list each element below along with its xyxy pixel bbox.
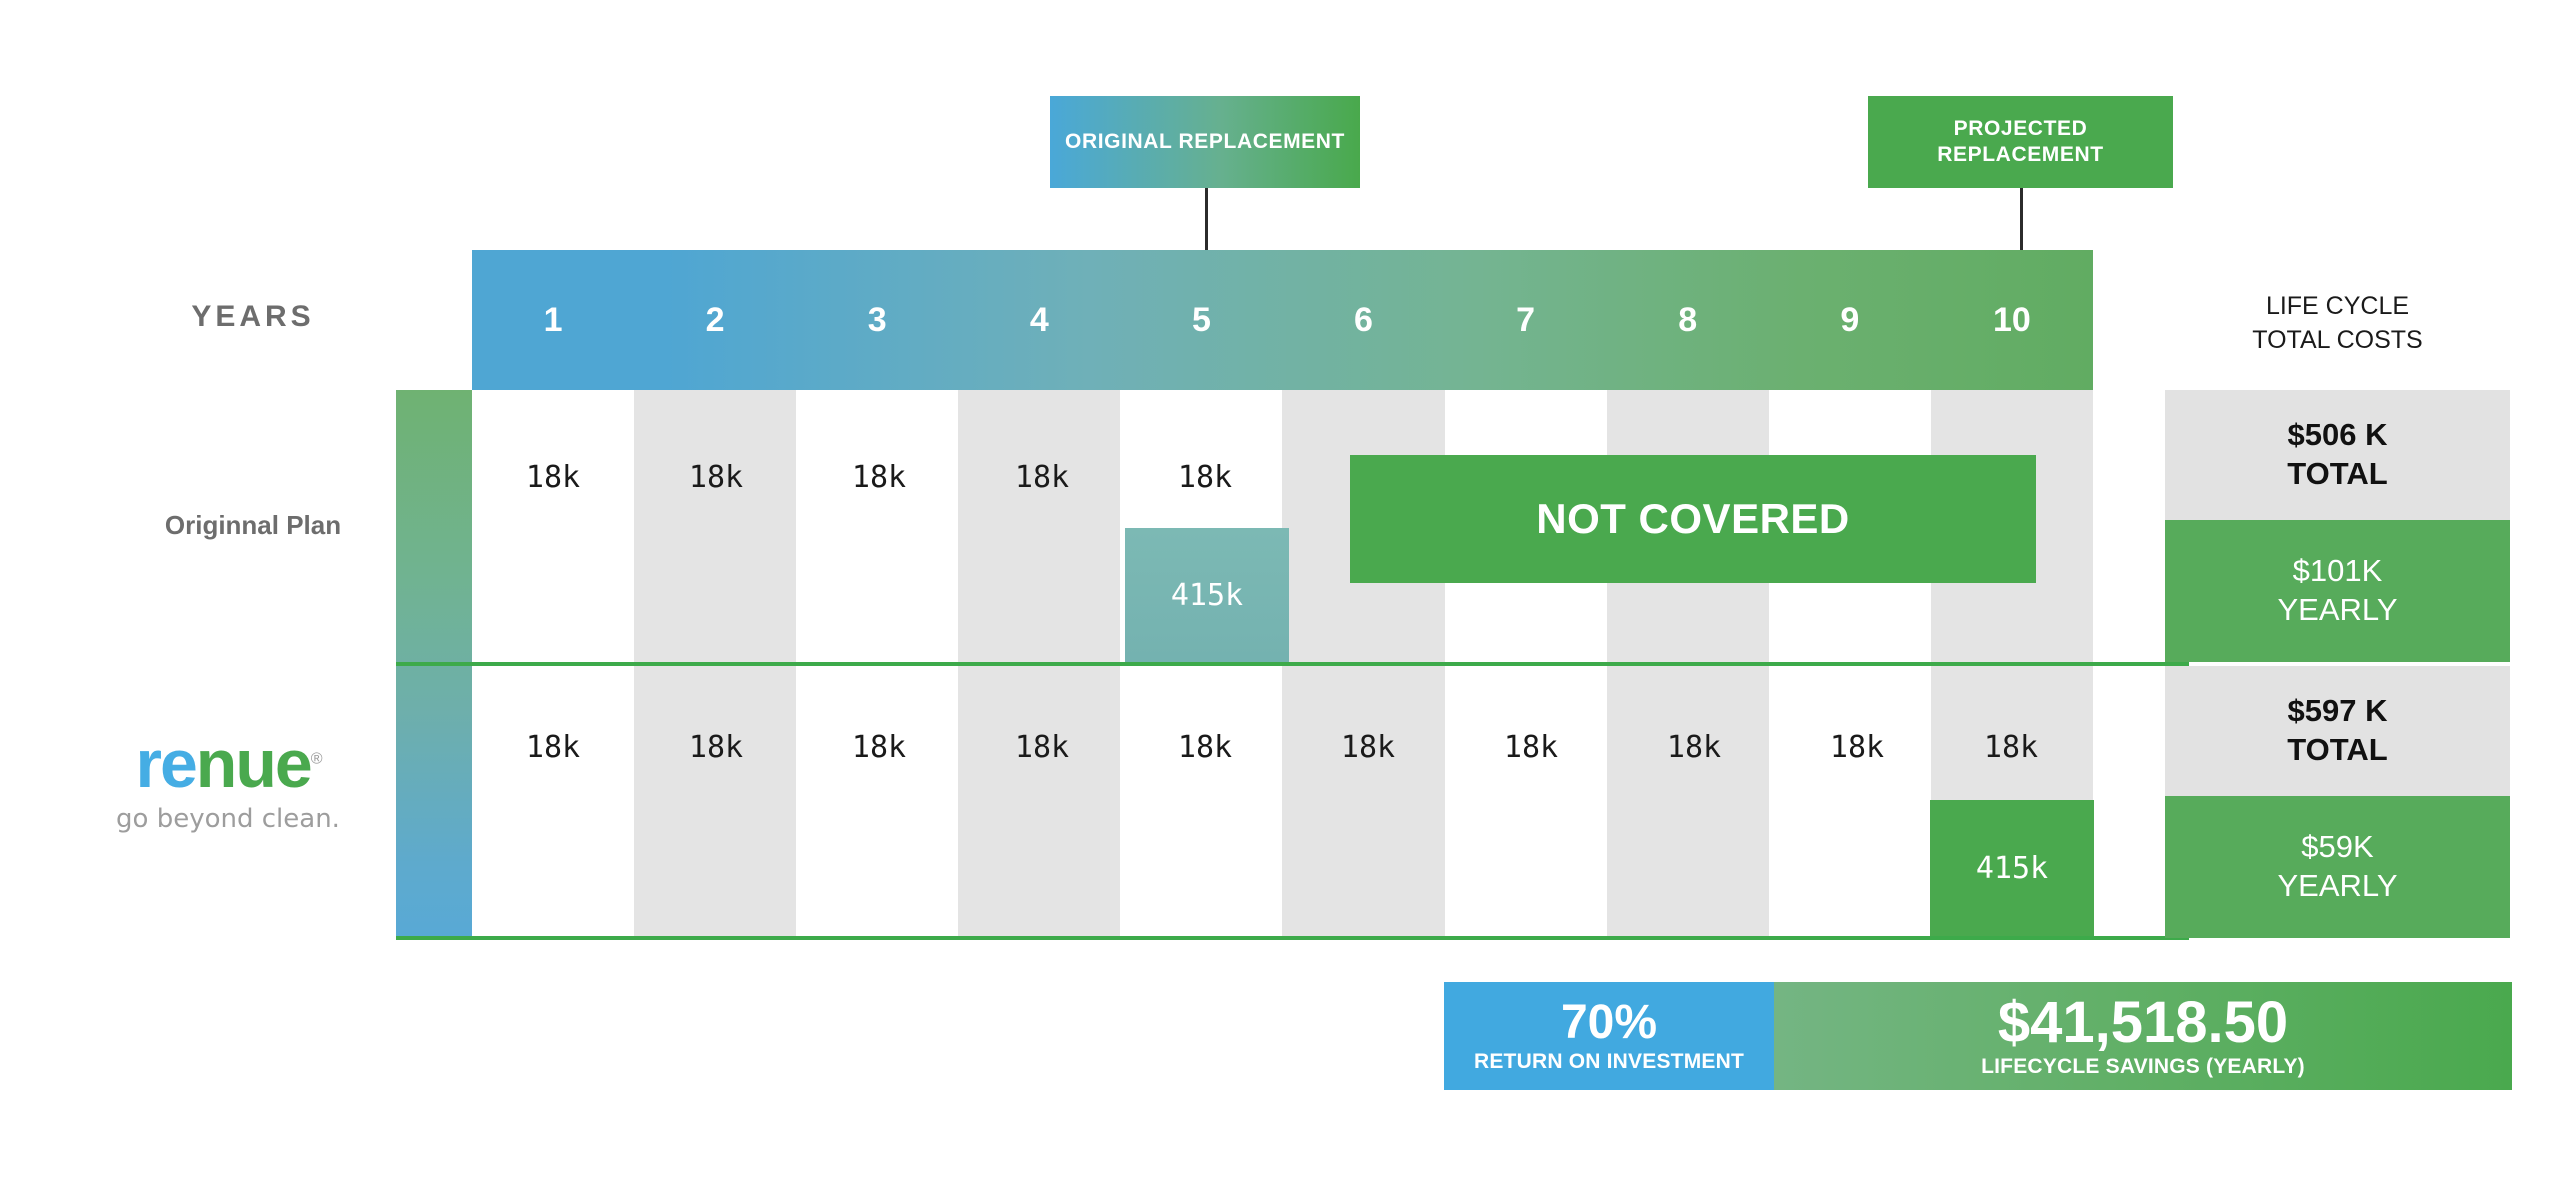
row-label-original-plan: Originnal Plan bbox=[164, 510, 342, 540]
renue-wordmark-nue: nue bbox=[195, 726, 313, 802]
renue-plan-yearly-box: $59K YEARLY bbox=[2165, 796, 2510, 938]
leader-line-projected-replacement bbox=[2020, 188, 2023, 250]
summary-banner: 70% RETURN ON INVESTMENT $41,518.50 LIFE… bbox=[1444, 982, 2512, 1090]
renue-plan-value-year-3: 18k bbox=[851, 730, 907, 765]
renue-plan-value-year-2: 18k bbox=[688, 730, 744, 765]
callout-original-replacement: ORIGINAL REPLACEMENT bbox=[1050, 96, 1360, 188]
renue-tagline: go beyond clean. bbox=[116, 804, 340, 834]
renue-plan-value-year-1: 18k bbox=[525, 730, 581, 765]
not-covered-banner: NOT COVERED bbox=[1350, 455, 2036, 583]
original-plan-yearly-caption: YEARLY bbox=[2277, 592, 2398, 627]
callout-original-replacement-label: ORIGINAL REPLACEMENT bbox=[1065, 129, 1345, 153]
original-plan-total-value: $506 K bbox=[2287, 417, 2388, 453]
renue-plan-value-year-10: 18k bbox=[1983, 730, 2039, 765]
not-covered-label: NOT COVERED bbox=[1536, 495, 1850, 542]
renue-wordmark: renue® bbox=[136, 730, 323, 798]
original-plan-value-year-1: 18k bbox=[525, 460, 581, 495]
totals-column-header: LIFE CYCLE TOTAL COSTS bbox=[2165, 290, 2510, 358]
original-plan-yearly-box: $101K YEARLY bbox=[2165, 520, 2510, 662]
callout-projected-replacement: PROJECTED REPLACEMENT bbox=[1868, 96, 2173, 188]
original-plan-replacement-value: 415k bbox=[1170, 577, 1244, 613]
year-header-cell-6: 6 bbox=[1354, 300, 1373, 339]
roi-value: 70% bbox=[1560, 995, 1658, 1049]
callout-projected-replacement-label-line2: REPLACEMENT bbox=[1937, 143, 2104, 166]
original-plan-yearly-value: $101K bbox=[2292, 553, 2383, 589]
renue-plan-value-year-8: 18k bbox=[1666, 730, 1722, 765]
original-plan-value-year-3: 18k bbox=[851, 460, 907, 495]
row-divider-line bbox=[396, 662, 2189, 666]
leader-line-original-replacement bbox=[1205, 188, 1208, 250]
original-plan-value-year-5: 18k bbox=[1177, 460, 1233, 495]
totals-header-line1: LIFE CYCLE bbox=[2265, 292, 2410, 320]
year-header-cell-7: 7 bbox=[1516, 300, 1536, 339]
renue-plan-total-value: $597 K bbox=[2287, 693, 2388, 729]
savings-label: LIFECYCLE SAVINGS (YEARLY) bbox=[1981, 1055, 2305, 1079]
registered-trademark-icon: ® bbox=[310, 750, 323, 768]
original-plan-value-year-2: 18k bbox=[688, 460, 744, 495]
renue-plan-total-caption: TOTAL bbox=[2287, 732, 2388, 767]
original-plan-total-box: $506 K TOTAL bbox=[2165, 390, 2510, 520]
renue-plan-value-year-9: 18k bbox=[1829, 730, 1885, 765]
renue-plan-replacement-block: 415k bbox=[1930, 800, 2094, 936]
renue-plan-value-year-7: 18k bbox=[1503, 730, 1559, 765]
year-header-cell-2: 2 bbox=[705, 300, 725, 339]
renue-plan-value-year-4: 18k bbox=[1014, 730, 1070, 765]
year-header-cell-1: 1 bbox=[543, 300, 563, 339]
original-plan-total-caption: TOTAL bbox=[2287, 456, 2388, 491]
savings-value: $41,518.50 bbox=[1997, 989, 2289, 1055]
renue-plan-value-year-6: 18k bbox=[1340, 730, 1396, 765]
roi-label: RETURN ON INVESTMENT bbox=[1473, 1050, 1744, 1074]
original-plan-value-year-4: 18k bbox=[1014, 460, 1070, 495]
totals-header-line2: TOTAL COSTS bbox=[2252, 325, 2423, 354]
year-header-cell-3: 3 bbox=[867, 300, 887, 339]
years-axis-label: YEARS bbox=[191, 300, 315, 333]
renue-plan-yearly-value: $59K bbox=[2301, 829, 2374, 865]
roi-panel: 70% RETURN ON INVESTMENT bbox=[1444, 982, 1774, 1090]
renue-plan-total-box: $597 K TOTAL bbox=[2165, 666, 2510, 796]
callout-projected-replacement-label-line1: PROJECTED bbox=[1953, 116, 2088, 140]
year-header-cell-8: 8 bbox=[1678, 300, 1698, 339]
renue-plan-replacement-value: 415k bbox=[1975, 850, 2049, 886]
renue-plan-yearly-caption: YEARLY bbox=[2277, 868, 2398, 903]
grid-bottom-line bbox=[396, 936, 2189, 940]
original-plan-replacement-block: 415k bbox=[1125, 528, 1289, 662]
renue-plan-value-year-5: 18k bbox=[1177, 730, 1233, 765]
year-header-cell-5: 5 bbox=[1191, 300, 1211, 339]
year-header-cell-4: 4 bbox=[1029, 300, 1049, 339]
savings-panel: $41,518.50 LIFECYCLE SAVINGS (YEARLY) bbox=[1774, 982, 2512, 1090]
renue-logo: renue® go beyond clean. bbox=[58, 730, 398, 834]
renue-wordmark-re: re bbox=[135, 726, 198, 802]
years-header-bar: 1 2 3 4 5 6 7 8 9 10 bbox=[472, 250, 2093, 390]
year-header-cell-9: 9 bbox=[1840, 300, 1860, 339]
year-header-cell-10: 10 bbox=[1992, 300, 2031, 339]
